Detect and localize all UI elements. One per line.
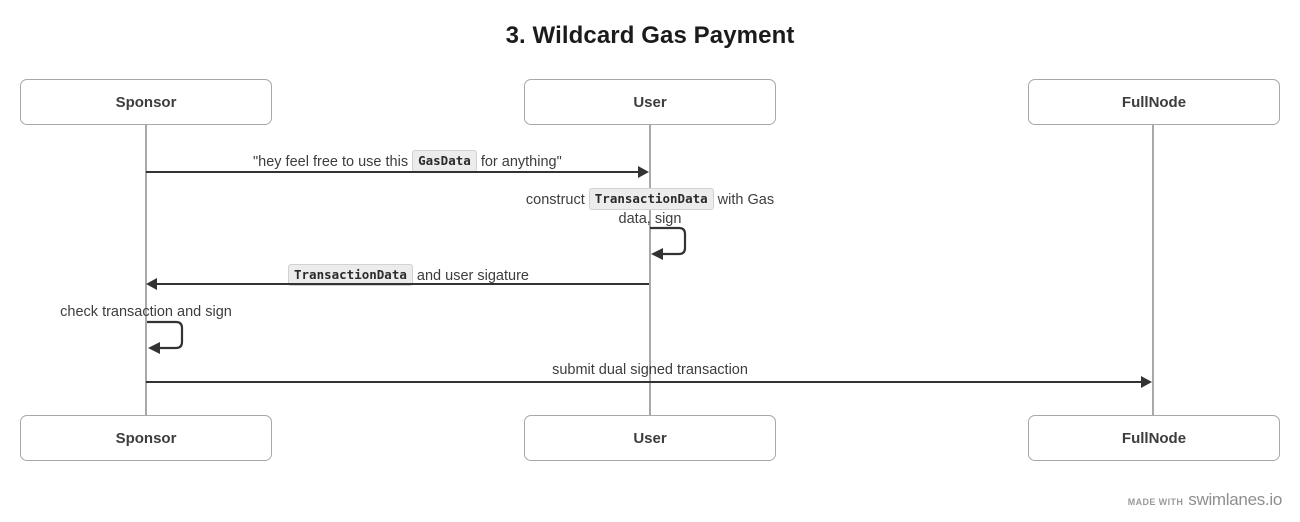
- message-label-3: TransactionData and user sigature: [288, 264, 529, 286]
- message-label-5: submit dual signed transaction: [524, 361, 776, 380]
- lifeline-user: [649, 125, 651, 415]
- actor-label-user-bottom: User: [633, 429, 667, 447]
- arrow-head-5-icon: [1141, 376, 1152, 388]
- code-chip-gasdata: GasData: [412, 150, 477, 172]
- actor-box-user-bottom[interactable]: User: [524, 415, 776, 461]
- arrow-head-3-icon: [146, 278, 157, 290]
- actor-box-sponsor-bottom[interactable]: Sponsor: [20, 415, 272, 461]
- message-1-text-2: for anything": [476, 154, 562, 170]
- footer-attribution: MADE WITH swimlanes.io: [1127, 490, 1283, 510]
- self-loop-sponsor: [147, 320, 184, 354]
- lifeline-fullnode: [1152, 125, 1154, 415]
- message-line-5: [146, 381, 1141, 383]
- lifeline-sponsor: [145, 125, 147, 415]
- message-label-4: check transaction and sign: [21, 303, 271, 322]
- footer-made-with-label: MADE WITH: [1127, 497, 1184, 507]
- message-line-3: [157, 283, 649, 285]
- actor-label-sponsor-bottom: Sponsor: [115, 429, 177, 447]
- message-line-1: [146, 171, 638, 173]
- actor-box-fullnode-top[interactable]: FullNode: [1028, 79, 1280, 125]
- message-label-2: construct TransactionData with Gas data,…: [525, 188, 775, 229]
- code-chip-transactiondata-2: TransactionData: [288, 264, 413, 286]
- message-1-text-1: "hey feel free to use this: [253, 154, 413, 170]
- actor-box-sponsor-top[interactable]: Sponsor: [20, 79, 272, 125]
- message-label-1: "hey feel free to use this GasData for a…: [253, 150, 562, 172]
- footer-brand-link[interactable]: swimlanes.io: [1188, 490, 1282, 509]
- self-loop-user: [650, 226, 687, 260]
- actor-label-fullnode: FullNode: [1121, 93, 1187, 111]
- page-title: 3. Wildcard Gas Payment: [505, 22, 795, 49]
- message-5-text-1: submit dual signed transaction: [552, 362, 748, 378]
- message-2-text-2: with Gas data, sign: [618, 192, 775, 227]
- actor-box-user-top[interactable]: User: [524, 79, 776, 125]
- message-3-text-1: and user sigature: [412, 268, 529, 284]
- actor-box-fullnode-bottom[interactable]: FullNode: [1028, 415, 1280, 461]
- code-chip-transactiondata-1: TransactionData: [588, 188, 714, 210]
- actor-label-sponsor: Sponsor: [115, 93, 177, 111]
- actor-label-fullnode-bottom: FullNode: [1121, 429, 1187, 447]
- actor-label-user: User: [633, 93, 667, 111]
- message-2-text-1: construct: [525, 192, 589, 208]
- arrow-head-1-icon: [638, 166, 649, 178]
- message-4-text-1: check transaction and sign: [60, 304, 232, 320]
